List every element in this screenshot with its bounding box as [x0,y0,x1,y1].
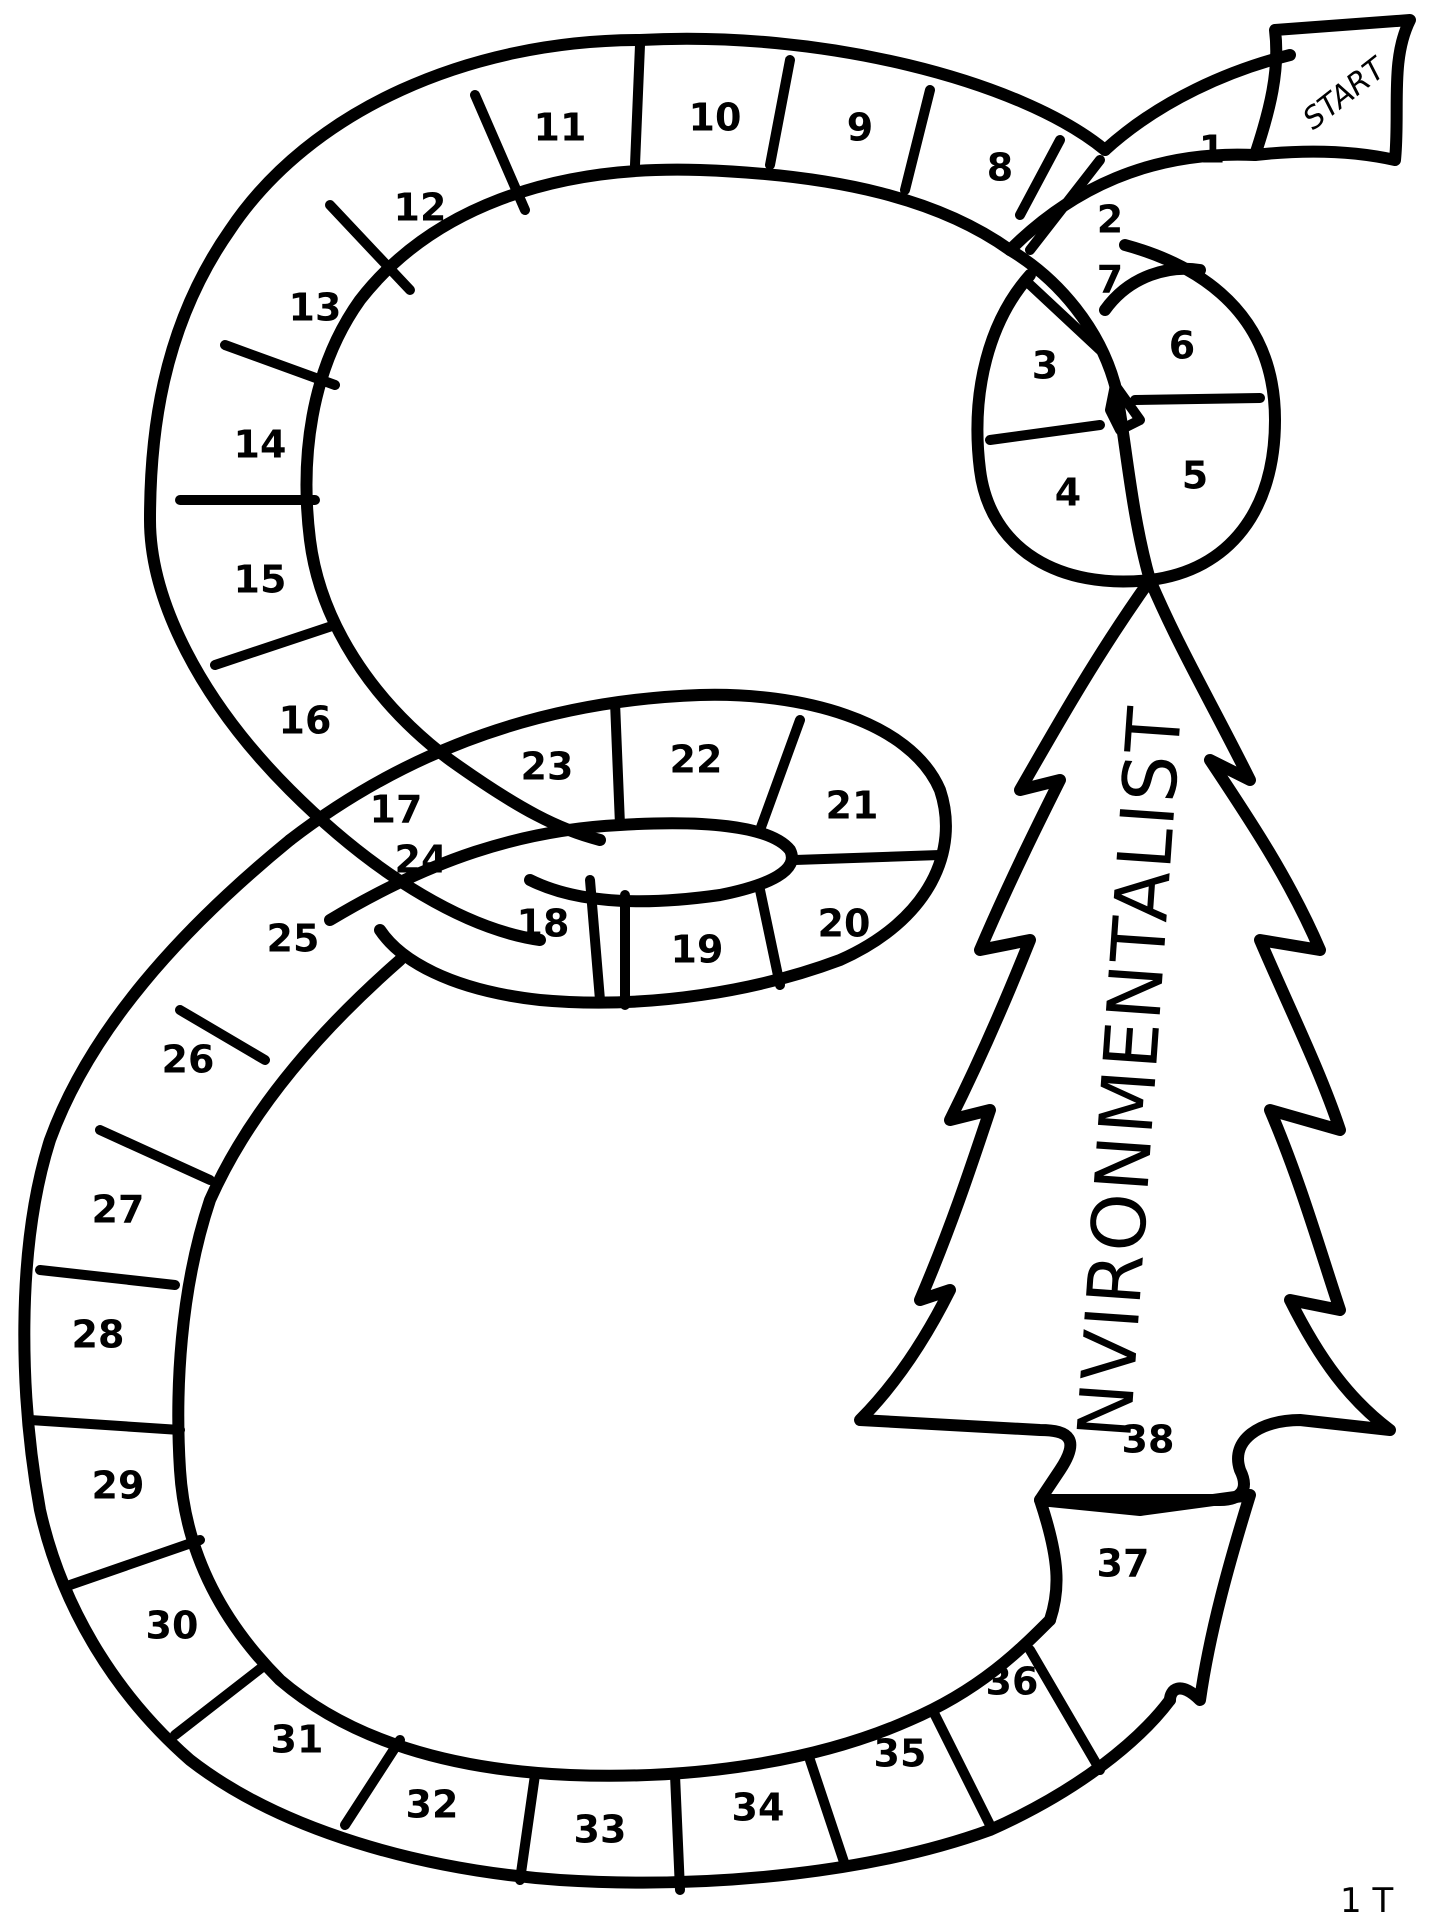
space-18: 18 [517,902,570,946]
space-21: 21 [826,784,879,828]
small-loop-track [977,245,1275,582]
space-16: 16 [279,699,332,743]
space-7: 7 [1097,258,1123,302]
space-36: 36 [986,1660,1039,1704]
space-35: 35 [874,1732,927,1776]
space-29: 29 [92,1464,145,1508]
space-5: 5 [1182,454,1208,498]
arrow-37 [1040,1495,1250,1700]
tree-word: NVIRONMENTALIST [1062,703,1199,1441]
space-12: 12 [394,186,447,230]
space-8: 8 [987,146,1013,190]
middle-loop-track [290,695,946,1005]
space-33: 33 [574,1808,627,1852]
space-3: 3 [1032,344,1058,388]
space-13: 13 [289,286,342,330]
space-34: 34 [732,1786,785,1830]
space-31: 31 [271,1718,324,1762]
space-9: 9 [847,106,873,150]
space-22: 22 [670,738,723,782]
space-14: 14 [234,423,287,467]
space-20: 20 [818,902,871,946]
space-28: 28 [72,1313,125,1357]
space-2: 2 [1097,198,1123,242]
space-17: 17 [370,788,423,832]
finish-space-label: 38 [1122,1418,1175,1462]
space-25: 25 [267,917,320,961]
space-32: 32 [406,1783,459,1827]
corner-mark: 1 T [1340,1881,1393,1919]
space-27: 27 [92,1188,145,1232]
space-23: 23 [521,745,574,789]
space-15: 15 [234,558,287,602]
upper-loop-track [150,39,1105,940]
space-24: 24 [395,838,448,882]
space-19: 19 [671,928,724,972]
space-37: 37 [1097,1542,1150,1586]
tree-finish: NVIRONMENTALIST [860,580,1390,1500]
space-11: 11 [534,106,587,150]
start-label: START [1296,50,1394,137]
space-6: 6 [1169,324,1195,368]
space-4: 4 [1055,471,1081,515]
space-1: 1 [1199,128,1225,172]
space-26: 26 [162,1038,215,1082]
space-10: 10 [689,96,742,140]
space-30: 30 [146,1604,199,1648]
